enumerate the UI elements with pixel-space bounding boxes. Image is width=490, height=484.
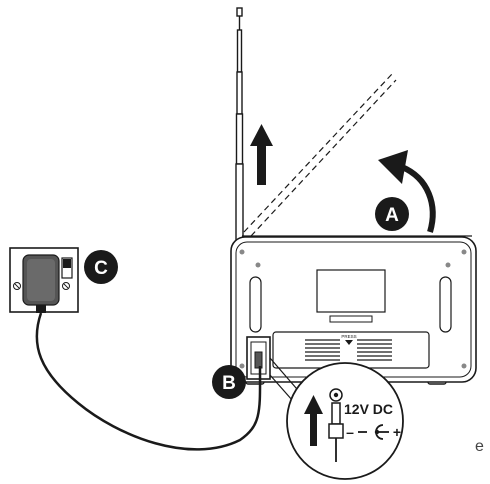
wall-plug-adapter-icon bbox=[9, 247, 79, 313]
press-indicator: PRESS bbox=[341, 334, 357, 345]
badge-a: A bbox=[375, 197, 409, 231]
polarity-minus: – bbox=[346, 424, 354, 440]
badge-b: B bbox=[212, 365, 246, 399]
rotate-arrow-icon bbox=[378, 150, 436, 233]
telescopic-antenna-icon bbox=[235, 7, 244, 241]
dc-jack-socket bbox=[246, 336, 271, 380]
polarity-symbol-icon: – + bbox=[346, 424, 401, 440]
dc-jack-detail: 12V DC – + bbox=[286, 362, 404, 480]
corner-mark: e bbox=[475, 438, 484, 455]
badge-a-label: A bbox=[385, 205, 399, 226]
up-arrow-icon bbox=[250, 124, 273, 185]
speaker-grill-right bbox=[357, 339, 392, 361]
speaker-grill-left bbox=[305, 339, 340, 361]
radio-back-panel bbox=[230, 235, 477, 385]
dc-jack-icon bbox=[328, 388, 344, 462]
badge-c-label: C bbox=[94, 258, 108, 279]
up-arrow-icon bbox=[304, 395, 323, 446]
press-label: PRESS bbox=[341, 334, 356, 339]
badge-c: C bbox=[84, 250, 118, 284]
antenna-folded-outline bbox=[243, 73, 397, 237]
polarity-plus: + bbox=[393, 424, 401, 440]
voltage-label: 12V DC bbox=[344, 401, 393, 417]
power-cable-icon bbox=[35, 312, 262, 451]
badge-b-label: B bbox=[222, 373, 236, 394]
